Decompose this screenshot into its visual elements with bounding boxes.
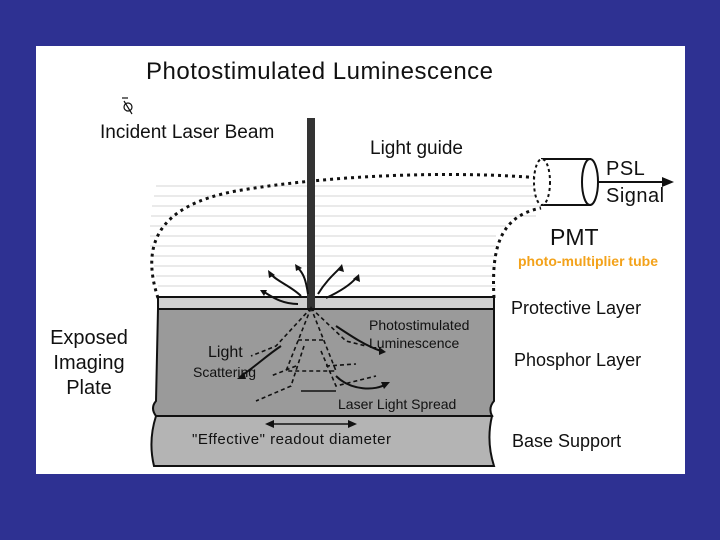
light-guide-outline-right — [492, 206, 542, 299]
pmt-cylinder-icon — [533, 158, 599, 206]
psl-inner-label: Photostimulated Luminescence — [369, 316, 469, 352]
exposed-line3: Plate — [66, 377, 112, 399]
base-support-label: Base Support — [512, 431, 622, 451]
laser-beam — [307, 118, 315, 308]
effective-diameter-arrow — [265, 420, 357, 428]
psl-inner-line2: Luminescence — [369, 335, 460, 351]
laser-spread-label: Laser Light Spread — [338, 396, 457, 412]
exposed-plate-label: Exposed Imaging Plate — [46, 326, 132, 401]
light-scattering-paths — [250, 305, 377, 402]
psl-signal-arrow — [598, 177, 674, 187]
exposed-line1: Exposed — [50, 327, 128, 349]
effective-diameter-label: "Effective" readout diameter — [192, 431, 392, 448]
diagram-title: Photostimulated Luminescence — [146, 58, 494, 85]
diagram-graphics — [122, 97, 674, 467]
pmt-label: PMT — [550, 224, 599, 250]
light-label: Light — [208, 344, 243, 361]
light-guide-outline — [150, 172, 542, 299]
light-guide-label: Light guide — [370, 138, 463, 159]
protective-layer-label: Protective Layer — [511, 298, 642, 318]
incident-beam-label: Incident Laser Beam — [100, 122, 275, 143]
psl-signal-label: PSL Signal — [606, 156, 665, 210]
light-guide-lines — [150, 185, 541, 287]
phosphor-layer-label: Phosphor Layer — [514, 350, 642, 370]
psl-inner-line1: Photostimulated — [369, 317, 470, 333]
laser-source-icon — [122, 97, 133, 115]
diagram-panel: Photostimulated Luminescence Incident La… — [36, 46, 685, 474]
pmt-full-name: photo-multiplier tube — [516, 253, 660, 269]
ray-arrowheads — [237, 264, 390, 389]
protective-layer — [157, 296, 495, 310]
psl-signal-line1: PSL — [606, 158, 646, 180]
psl-signal-line2: Signal — [606, 185, 665, 207]
scattering-label: Scattering — [193, 364, 257, 380]
exposed-line2: Imaging — [53, 352, 125, 374]
base-support-layer — [150, 415, 496, 467]
